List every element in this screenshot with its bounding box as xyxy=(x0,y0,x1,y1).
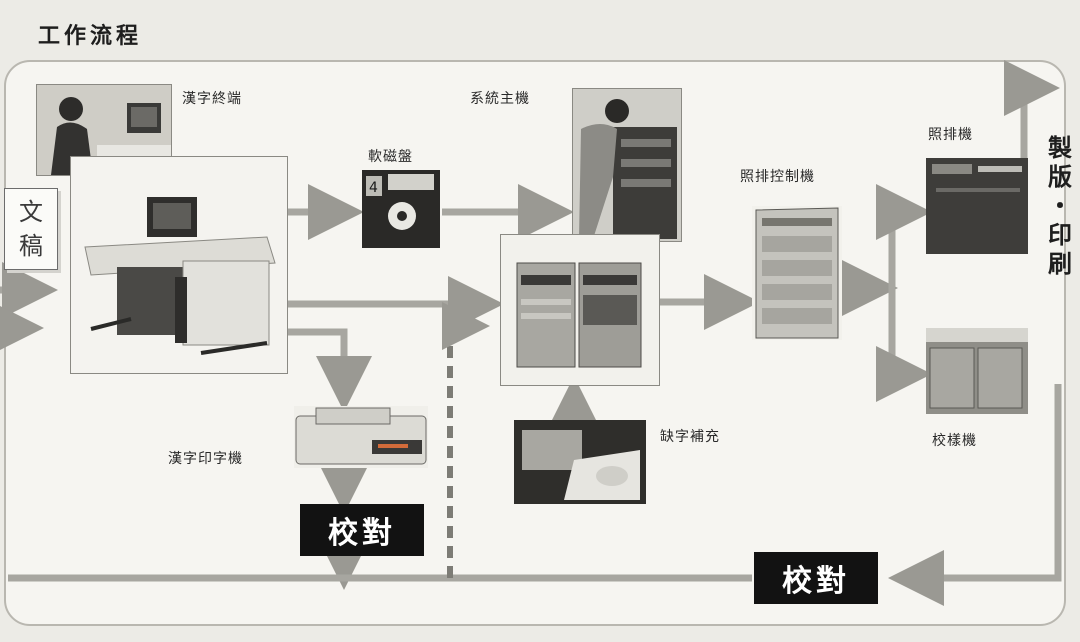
proof-machine-photo xyxy=(926,328,1028,414)
floppy-digit: 4 xyxy=(369,180,378,196)
output-char-5: 刷 xyxy=(1048,250,1072,278)
page-title: 工作流程 xyxy=(38,24,143,49)
output-char-2: 版 xyxy=(1048,163,1072,191)
label-plate-making-printing: 製 版 ・ 印 刷 xyxy=(1046,134,1074,279)
host-computer-photo xyxy=(500,234,660,386)
output-char-4: 印 xyxy=(1048,221,1072,249)
typesetting-controller-photo xyxy=(752,206,842,340)
label-host-system: 系統主機 xyxy=(470,91,530,107)
proofread-stamp-left: 校對 xyxy=(300,504,424,556)
label-phototypesetter: 照排機 xyxy=(928,127,973,143)
label-floppy-disk: 軟磁盤 xyxy=(368,149,413,165)
input-doc-char-1: 文 xyxy=(19,198,43,226)
input-doc-char-2: 稿 xyxy=(19,232,43,260)
arrow-to-proof-machine xyxy=(876,300,932,402)
input-document: 文 稿 xyxy=(4,188,58,270)
floppy-disk-icon: 4 xyxy=(362,170,440,248)
arrow-to-plate-making xyxy=(1004,60,1060,160)
output-char-1: 製 xyxy=(1048,134,1072,162)
kanji-printer-photo xyxy=(294,406,428,468)
arrow-dashed-feedback xyxy=(442,302,490,578)
proofread-stamp-right: 校對 xyxy=(754,552,878,604)
host-operator-photo xyxy=(572,88,682,242)
label-typesetting-controller: 照排控制機 xyxy=(740,169,815,185)
arrow-terminal-to-printer xyxy=(272,328,372,412)
label-kanji-printer: 漢字印字機 xyxy=(168,451,243,467)
label-kanji-terminal: 漢字終端 xyxy=(182,91,242,107)
missing-char-photo xyxy=(514,420,646,504)
label-proof-machine: 校樣機 xyxy=(932,433,977,449)
terminal-desk-photo xyxy=(70,156,288,374)
output-char-3: ・ xyxy=(1048,192,1072,220)
arrow-proof-loop xyxy=(888,384,1062,606)
arrow-to-phototypesetter xyxy=(876,184,932,374)
label-missing-char-supplement: 缺字補充 xyxy=(660,429,720,445)
phototypesetter-photo xyxy=(926,158,1028,254)
